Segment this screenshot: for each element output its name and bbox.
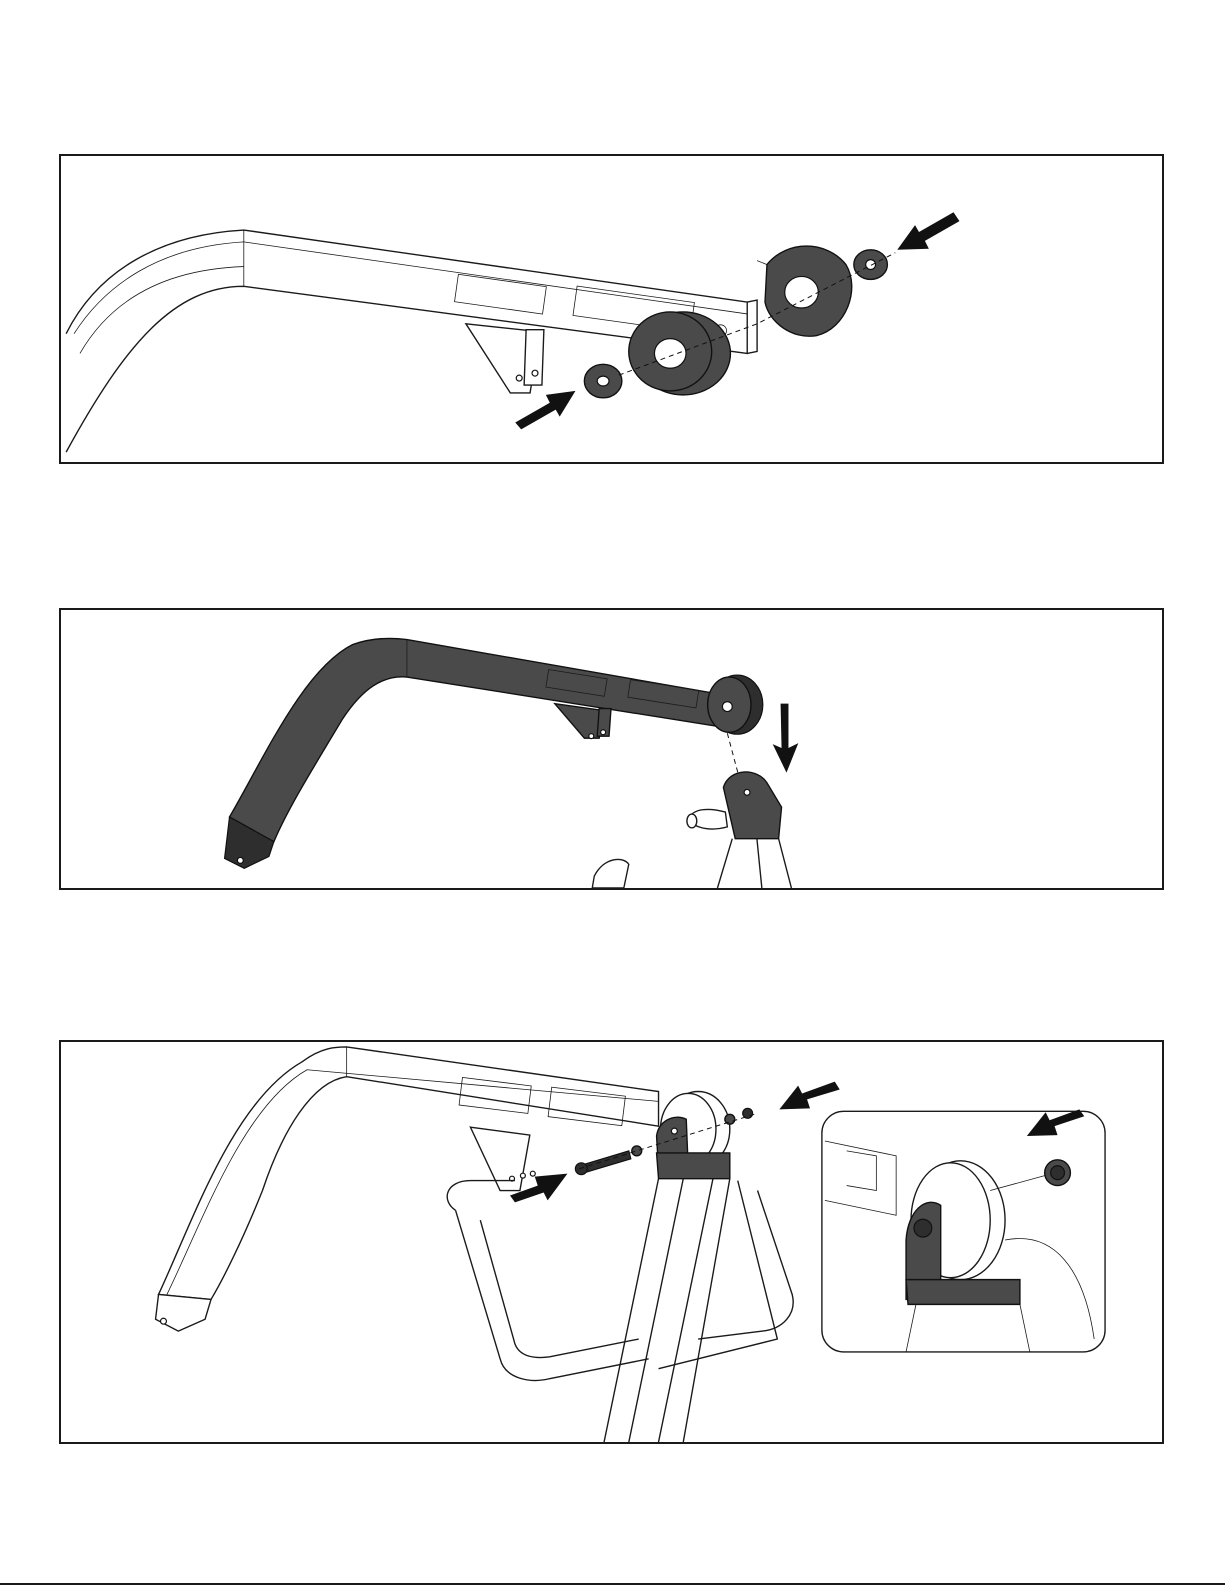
roller-wheel: [708, 675, 763, 734]
arrow-icon: [779, 1082, 839, 1110]
arrow-icon: [773, 704, 799, 773]
assembly-step-3-figure: [59, 1040, 1164, 1444]
frame-bracket: [592, 772, 791, 888]
roller-wheel: [657, 1092, 730, 1179]
washer-small-left: [584, 364, 622, 398]
step-2-drawing: [61, 610, 1162, 888]
arm-bracket: [466, 324, 544, 393]
arm-assembly: [225, 638, 718, 868]
spacer-ring: [757, 246, 852, 336]
arrow-icon: [897, 212, 959, 250]
step-3-drawing: [61, 1042, 1162, 1442]
arm-tube: [156, 1047, 659, 1331]
assembly-step-2-figure: [59, 608, 1164, 890]
arrow-icon: [515, 391, 575, 429]
inset-detail: [822, 1109, 1105, 1352]
frame-structure: [447, 1179, 793, 1442]
assembly-step-1-figure: [59, 154, 1164, 464]
washer-small-right: [854, 250, 888, 280]
step-1-drawing: [61, 156, 1162, 462]
roller-wheel: [629, 312, 731, 395]
